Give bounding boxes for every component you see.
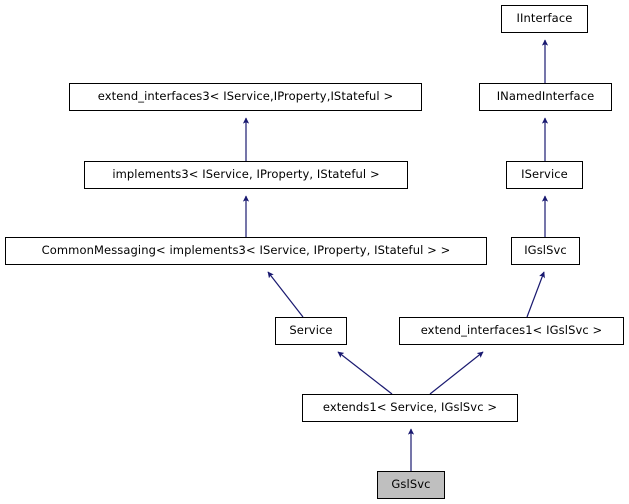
class-node-label: Service	[289, 323, 333, 338]
class-node-label: GslSvc	[391, 477, 431, 492]
inheritance-arrow	[267, 271, 304, 318]
class-node-label: implements3< IService, IProperty, IState…	[112, 167, 380, 182]
class-node-label: extend_interfaces3< IService,IProperty,I…	[97, 89, 394, 104]
class-node-igslsvc[interactable]: IGslSvc	[511, 237, 580, 265]
class-node-gslsvc[interactable]: GslSvc	[377, 471, 445, 499]
class-node-extend_interfaces1[interactable]: extend_interfaces1< IGslSvc >	[399, 317, 624, 345]
class-node-extends1[interactable]: extends1< Service, IGslSvc >	[302, 394, 518, 422]
class-node-iinterface[interactable]: IInterface	[501, 5, 588, 33]
inheritance-arrow	[337, 351, 393, 395]
class-node-extend_interfaces3[interactable]: extend_interfaces3< IService,IProperty,I…	[69, 83, 422, 111]
class-node-label: IInterface	[516, 11, 573, 26]
class-node-label: IGslSvc	[524, 243, 567, 258]
class-node-implements3[interactable]: implements3< IService, IProperty, IState…	[84, 161, 408, 189]
class-node-label: INamedInterface	[496, 89, 595, 104]
class-node-commonmessaging[interactable]: CommonMessaging< implements3< IService, …	[5, 237, 487, 265]
inheritance-arrow	[526, 271, 545, 318]
class-node-service[interactable]: Service	[275, 317, 347, 345]
class-node-label: CommonMessaging< implements3< IService, …	[41, 243, 451, 258]
class-node-label: extends1< Service, IGslSvc >	[322, 400, 498, 415]
class-node-label: IService	[521, 167, 568, 182]
class-node-iservice[interactable]: IService	[506, 161, 583, 189]
class-node-inamedinterface[interactable]: INamedInterface	[479, 83, 612, 111]
class-node-label: extend_interfaces1< IGslSvc >	[420, 323, 603, 338]
inheritance-arrow	[429, 351, 484, 395]
